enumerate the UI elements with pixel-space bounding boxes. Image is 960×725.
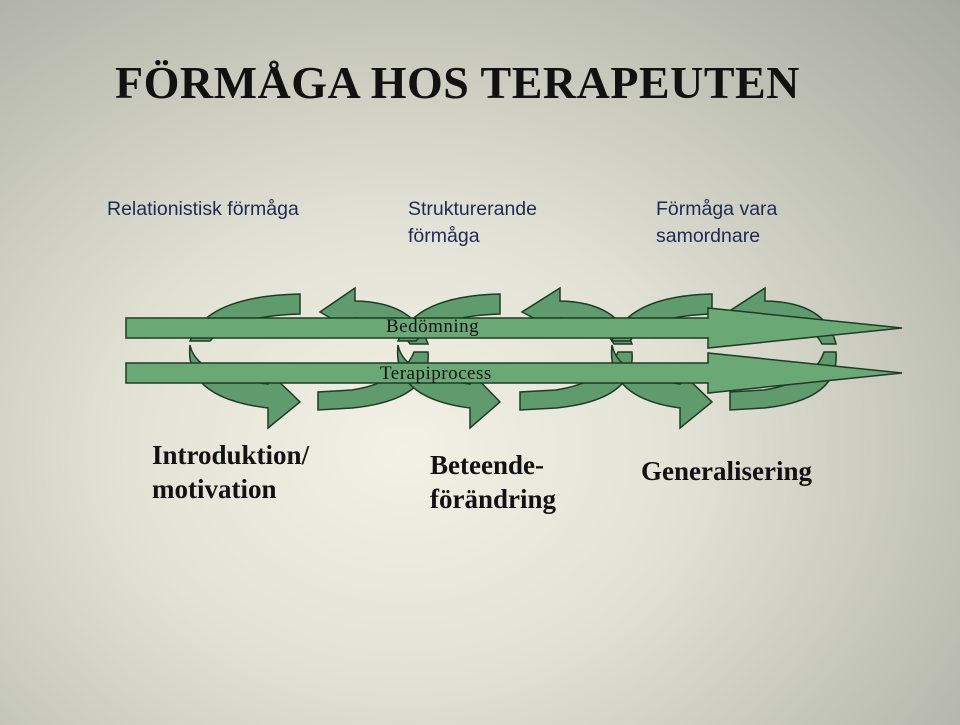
- phase-line: Generalisering: [641, 456, 812, 486]
- phase-generalisation: Generalisering: [641, 454, 812, 488]
- band-label-assessment: Bedömning: [386, 316, 480, 337]
- capability-line: förmåga: [408, 225, 480, 247]
- cycle-introduction: [188, 286, 430, 430]
- capability-line: Förmåga vara: [656, 198, 778, 220]
- capability-line: samordnare: [656, 225, 761, 247]
- capability-structuring: Strukturerande förmåga: [408, 196, 537, 250]
- phase-line: förändring: [430, 484, 557, 514]
- phase-behaviour-change: Beteende- förändring: [430, 448, 556, 516]
- cycle-behaviour-change: [396, 286, 634, 430]
- phase-introduction: Introduktion/ motivation: [152, 438, 309, 506]
- capability-line: Relationistisk förmåga: [107, 198, 299, 220]
- phase-line: motivation: [152, 474, 277, 504]
- band-arrow-therapy-process: [125, 352, 903, 394]
- capability-coordinator: Förmåga vara samordnare: [656, 196, 777, 250]
- band-arrow-assessment: [125, 307, 903, 349]
- page-title: FÖRMÅGA HOS TERAPEUTEN: [115, 57, 800, 108]
- curved-arrow-bottom: [188, 344, 302, 430]
- band-label-therapy-process: Terapiprocess: [380, 363, 492, 384]
- capability-line: Strukturerande: [408, 198, 537, 220]
- capability-relational: Relationistisk förmåga: [107, 196, 299, 223]
- phase-line: Beteende-: [430, 450, 544, 480]
- phase-line: Introduktion/: [152, 440, 310, 470]
